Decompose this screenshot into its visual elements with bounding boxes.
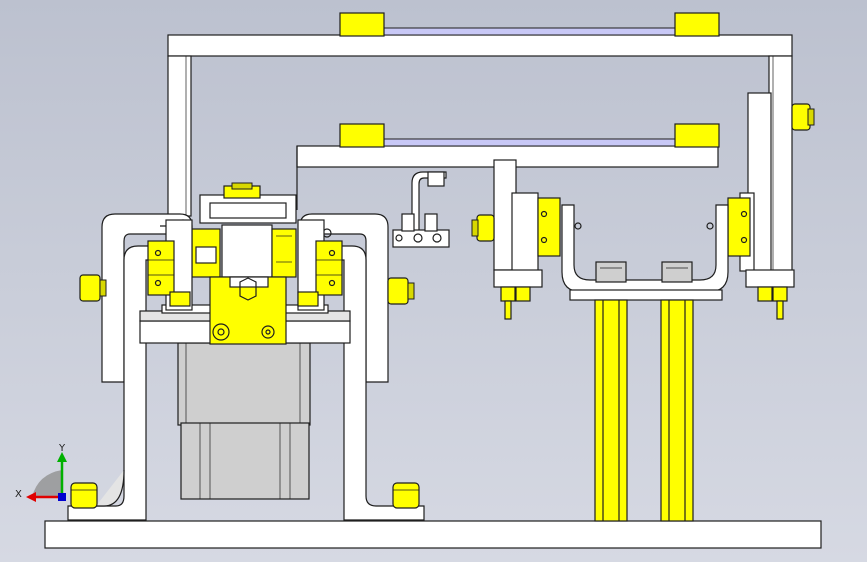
gripper-assembly[interactable] <box>139 182 351 500</box>
foot-bolt-right[interactable] <box>392 482 420 509</box>
side-bolt-right[interactable] <box>387 277 415 305</box>
top-gantry-frame[interactable] <box>167 12 793 272</box>
axis-label-y: Y <box>58 443 66 454</box>
cradle-fixture[interactable] <box>561 204 729 301</box>
side-bolt-left[interactable] <box>79 274 107 302</box>
axis-triad: Y X <box>15 443 67 502</box>
right-gripper-pair[interactable] <box>471 92 815 320</box>
support-column-left[interactable] <box>594 299 628 522</box>
base-plate[interactable] <box>44 520 822 549</box>
sensor-bracket[interactable] <box>392 171 450 248</box>
axis-label-x: X <box>15 489 22 500</box>
support-column-right[interactable] <box>660 299 694 522</box>
foot-bolt-left[interactable] <box>70 482 98 509</box>
